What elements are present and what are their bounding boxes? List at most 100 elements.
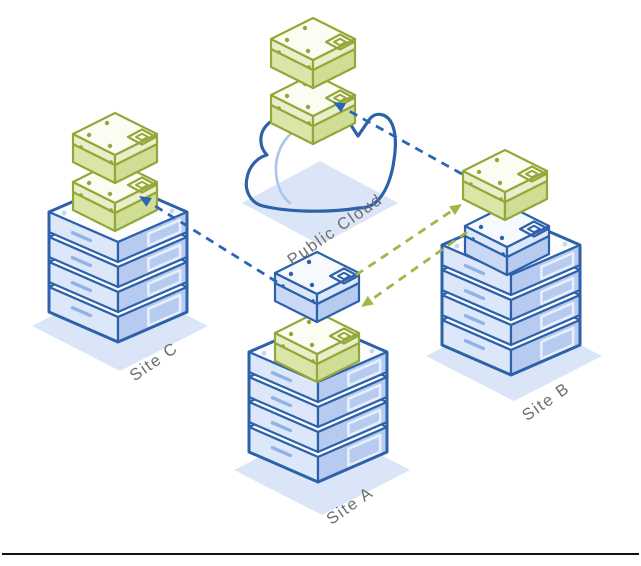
chip-inner-icon bbox=[333, 93, 347, 103]
chip-inner-icon bbox=[135, 180, 149, 190]
chip-outline-icon bbox=[126, 176, 158, 194]
cartridge-dot bbox=[311, 299, 315, 303]
chip-inner-icon bbox=[527, 224, 541, 234]
chip-outline-icon bbox=[324, 33, 356, 51]
chassis-dot bbox=[454, 243, 460, 249]
chassis-dot bbox=[61, 210, 67, 216]
cartridge-dot bbox=[107, 143, 113, 149]
cartridge-dot bbox=[501, 252, 505, 256]
cartridge-dot bbox=[288, 271, 294, 277]
server-vent bbox=[270, 371, 293, 383]
site-b-cartridge-blue-top bbox=[463, 203, 551, 249]
cartridge-dot bbox=[471, 237, 475, 241]
server-vent bbox=[70, 306, 93, 318]
site-c-cartridge-green-top bbox=[71, 111, 159, 157]
cartridge-dot bbox=[309, 342, 315, 348]
server-door bbox=[147, 243, 182, 273]
chip-outline-icon bbox=[516, 165, 548, 183]
cartridge-dot bbox=[86, 180, 92, 186]
site-c-stack-silhouette bbox=[47, 180, 189, 344]
server-vent bbox=[70, 281, 93, 293]
server-vent bbox=[463, 264, 486, 276]
cartridge-dot bbox=[494, 157, 500, 163]
arrow-site-a-to-site-c-arrowhead-icon bbox=[139, 196, 152, 207]
cartridge-dot bbox=[306, 259, 312, 265]
cartridge-dot bbox=[281, 284, 285, 288]
server-door bbox=[540, 251, 575, 281]
cloud-inner-accent bbox=[274, 128, 298, 205]
site-a-cartridge-green-top bbox=[273, 310, 361, 356]
cartridge-dot bbox=[311, 359, 315, 363]
cartridge-dot bbox=[306, 319, 312, 325]
cloud-cartridge-green-top bbox=[269, 72, 357, 118]
cartridge-dot bbox=[499, 197, 503, 201]
chip-inner-icon bbox=[337, 271, 351, 281]
cartridge-dot bbox=[107, 191, 113, 197]
chip-inner-icon bbox=[337, 331, 351, 341]
site-a-figure bbox=[247, 250, 389, 484]
cartridge-dot bbox=[305, 104, 311, 110]
chip-outline-icon bbox=[126, 128, 158, 146]
cartridge-dot bbox=[284, 37, 290, 43]
cartridge-dot bbox=[86, 132, 92, 138]
cartridge-dot bbox=[79, 193, 83, 197]
server-vent bbox=[70, 230, 93, 243]
chip-outline-icon bbox=[518, 220, 550, 238]
chassis-dot bbox=[369, 348, 375, 354]
server-door bbox=[347, 408, 382, 438]
cartridge-dot bbox=[284, 93, 290, 99]
cartridge-dot bbox=[307, 65, 311, 69]
server-door bbox=[347, 358, 382, 388]
server-vent bbox=[463, 289, 486, 301]
server-door bbox=[540, 326, 575, 361]
site-a-stack-silhouette bbox=[247, 320, 389, 484]
arrow-site-b-to-site-a-arrowhead-icon bbox=[361, 295, 374, 307]
cartridge-dot bbox=[476, 169, 482, 175]
chassis-dot bbox=[562, 241, 568, 247]
chip-inner-icon bbox=[525, 169, 539, 179]
server-vent bbox=[270, 446, 293, 458]
cartridge-dot bbox=[79, 145, 83, 149]
cartridge-dot bbox=[109, 208, 113, 212]
chip-outline-icon bbox=[328, 327, 360, 345]
chip-inner-icon bbox=[135, 132, 149, 142]
cartridge-dot bbox=[307, 121, 311, 125]
arrow-site-b-to-public-cloud-dashed-line bbox=[344, 107, 463, 176]
cartridge-dot bbox=[277, 106, 281, 110]
cartridge-dot bbox=[277, 50, 281, 54]
cloud-shadow bbox=[242, 161, 398, 245]
cartridge-dot bbox=[499, 235, 505, 241]
site-c-figure bbox=[47, 111, 189, 344]
arrow-site-a-to-site-c-dashed-line bbox=[150, 202, 278, 284]
server-vent bbox=[270, 421, 293, 433]
cartridge-dot bbox=[109, 160, 113, 164]
chassis-dot bbox=[261, 350, 267, 356]
server-door bbox=[347, 383, 382, 413]
server-vent bbox=[463, 314, 486, 326]
arrow-site-b-to-public-cloud-arrowhead-icon bbox=[333, 102, 347, 113]
server-door bbox=[147, 293, 182, 328]
chip-outline-icon bbox=[328, 267, 360, 285]
server-door bbox=[540, 301, 575, 331]
server-door bbox=[540, 276, 575, 306]
cartridge-dot bbox=[305, 48, 311, 54]
server-door bbox=[347, 433, 382, 468]
server-door bbox=[147, 268, 182, 298]
cartridge-dot bbox=[281, 344, 285, 348]
arrow-site-a-to-site-b-arrowhead-icon bbox=[449, 204, 462, 215]
cartridge-dot bbox=[309, 282, 315, 288]
server-vent bbox=[70, 256, 93, 268]
cartridge-dot bbox=[497, 180, 503, 186]
site-b-figure bbox=[440, 148, 582, 377]
cartridge-dot bbox=[478, 224, 484, 230]
arrow-site-b-to-site-a-dashed-line bbox=[371, 230, 468, 301]
layer-arrows bbox=[139, 102, 468, 307]
site-b-cartridge-green-top bbox=[461, 148, 549, 194]
cloud-cartridge-green-top bbox=[269, 16, 357, 62]
site-a-cartridge-blue-top bbox=[273, 250, 361, 296]
cartridge-dot bbox=[469, 182, 473, 186]
server-door bbox=[147, 218, 182, 248]
server-vent bbox=[463, 339, 486, 351]
cloud-cartridges bbox=[269, 16, 357, 146]
